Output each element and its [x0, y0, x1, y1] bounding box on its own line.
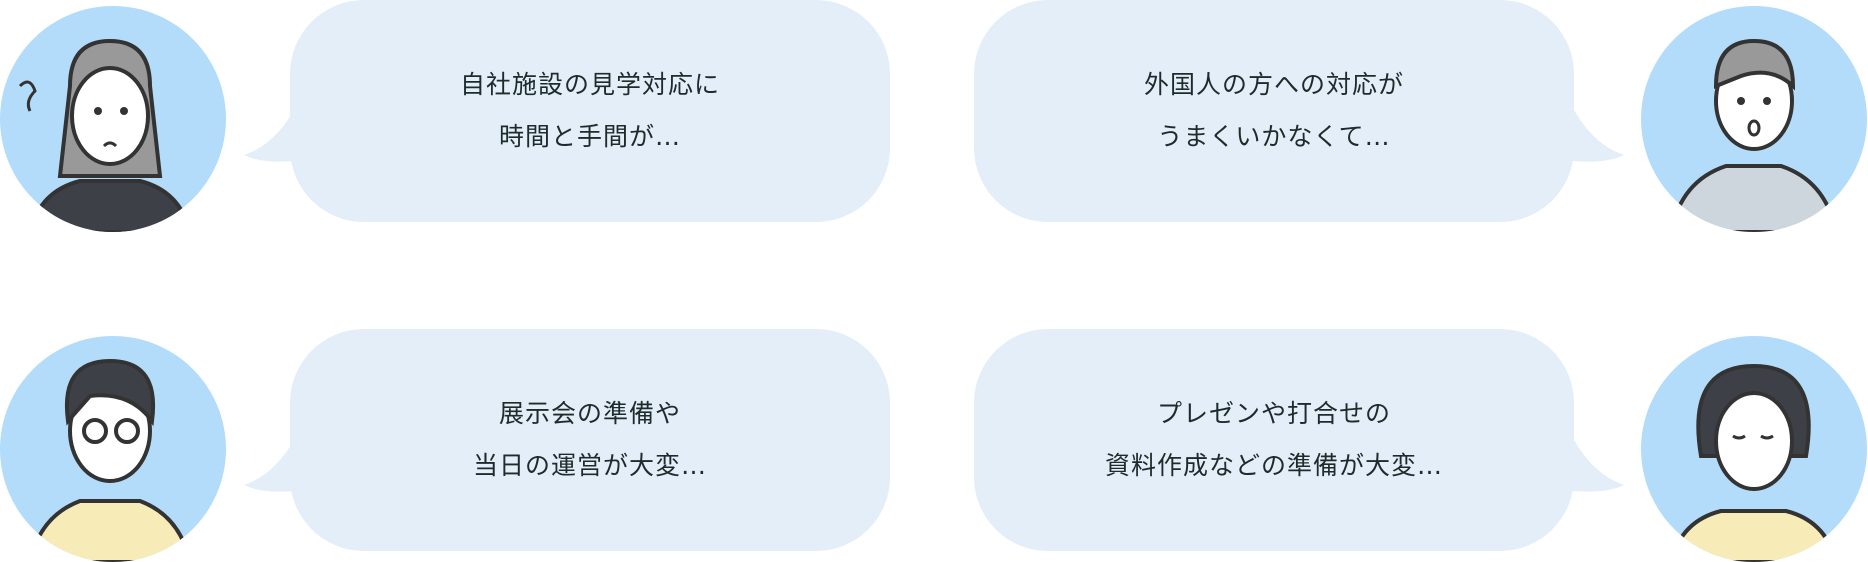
concern-line: 当日の運営が大変…: [472, 451, 707, 480]
man-glasses-thinking-icon: [0, 336, 226, 562]
speech-bubble: プレゼンや打合せの資料作成などの準備が大変…: [974, 329, 1574, 551]
concern-text: 自社施設の見学対応に時間と手間が…: [460, 59, 720, 163]
speech-bubble: 展示会の準備や当日の運営が大変…: [290, 329, 890, 551]
woman-tired-icon: [1641, 336, 1867, 562]
bubble-tail: [244, 440, 304, 500]
bubble-tail: [1564, 440, 1624, 500]
concern-text: プレゼンや打合せの資料作成などの準備が大変…: [1105, 388, 1443, 492]
bubble-tail: [1564, 110, 1624, 170]
woman-confused-icon: [0, 6, 226, 232]
concern-line: 資料作成などの準備が大変…: [1104, 451, 1443, 480]
concern-text: 外国人の方への対応がうまくいかなくて…: [1144, 59, 1404, 163]
concern-line: うまくいかなくて…: [1157, 122, 1391, 151]
concern-text: 展示会の準備や当日の運営が大変…: [473, 388, 707, 492]
concern-line: 時間と手間が…: [498, 122, 681, 151]
concern-line: プレゼンや打合せの: [1156, 399, 1391, 428]
speech-bubble: 自社施設の見学対応に時間と手間が…: [290, 0, 890, 222]
bubble-tail: [244, 110, 304, 170]
man-worried-icon: [1641, 6, 1867, 232]
concern-line: 外国人の方への対応が: [1143, 70, 1404, 99]
concern-line: 自社施設の見学対応に: [459, 70, 720, 99]
concern-line: 展示会の準備や: [498, 399, 681, 428]
speech-bubble: 外国人の方への対応がうまくいかなくて…: [974, 0, 1574, 222]
